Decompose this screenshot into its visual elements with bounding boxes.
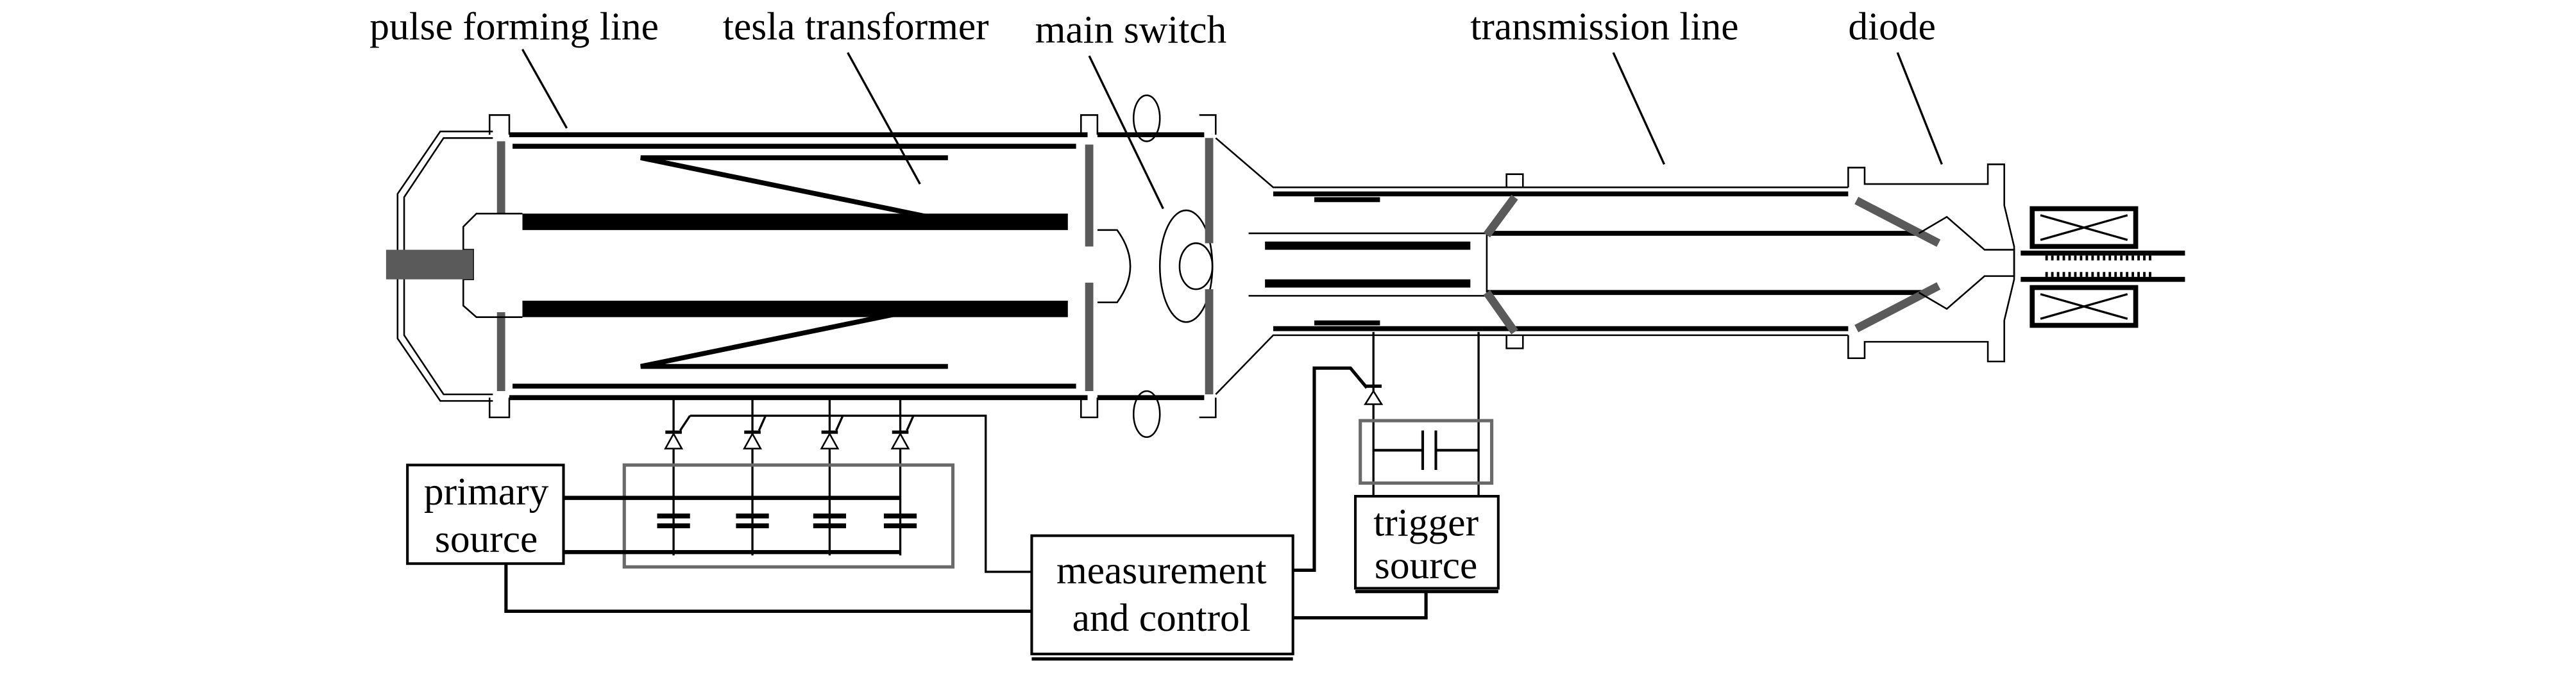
measurement-control-line-1: measurement xyxy=(1056,549,1267,592)
callout-pulse-forming-line: pulse forming line xyxy=(369,4,659,129)
switch-electrode-right xyxy=(1158,209,1214,323)
measurement-and-control-box xyxy=(1030,534,1294,656)
trigger-source-box xyxy=(1353,495,1500,590)
switch-port-top xyxy=(1132,94,1161,142)
insulator xyxy=(1483,290,1518,335)
thyristor-4 xyxy=(890,399,915,556)
pulse-forming-line-body xyxy=(386,114,1099,419)
trigger-source-line-2: source xyxy=(1375,544,1477,587)
thyristor-3 xyxy=(820,399,844,556)
switch-inner-bottom xyxy=(1265,279,1471,288)
leader-line xyxy=(521,49,568,129)
end-plug xyxy=(386,249,473,280)
callout-main-switch: main switch xyxy=(1035,8,1227,210)
coil-cross-icon xyxy=(2040,293,2128,320)
secondary-winding-bottom xyxy=(640,301,948,369)
primary-source-line-1: primary xyxy=(424,470,549,514)
switch-control-wire xyxy=(690,414,1032,573)
leader-line xyxy=(847,52,921,185)
insulator xyxy=(1854,282,1941,333)
trigger-capacitor-frame xyxy=(1359,419,1494,485)
primary-source-line-2: source xyxy=(435,517,538,561)
switch-electrode-left xyxy=(1097,229,1131,303)
label-diode: diode xyxy=(1848,4,1936,48)
diode-chamber xyxy=(1847,163,2015,363)
trigger-source-line-1: trigger xyxy=(1373,501,1479,545)
cone-top xyxy=(1215,137,1849,188)
trigger-thyristor-icon xyxy=(1365,384,1382,388)
insulator xyxy=(1483,194,1518,238)
switch-port-bottom xyxy=(1132,390,1161,439)
tl-marker xyxy=(1314,320,1380,326)
transmission-line-body xyxy=(1215,137,1922,396)
wire-control-to-trigger-switch xyxy=(1292,366,1368,572)
inner-conductor-top xyxy=(522,213,1068,230)
label-transmission-line: transmission line xyxy=(1470,4,1738,48)
leader-line xyxy=(1612,52,1666,165)
thyristor-2 xyxy=(743,399,767,556)
capacitor-bank xyxy=(657,513,917,529)
callout-diode: diode xyxy=(1848,4,1943,165)
primary-circuit: primary source measurement and control t… xyxy=(406,331,1500,661)
trigger-electrode xyxy=(1178,242,1214,290)
label-pulse-forming-line: pulse forming line xyxy=(369,4,659,48)
primary-source-block: primary source xyxy=(406,464,565,565)
callout-transmission-line: transmission line xyxy=(1470,4,1739,165)
cone-bottom xyxy=(1215,334,1849,396)
capacitor-icon xyxy=(657,513,917,529)
capacitor-icon xyxy=(1373,430,1479,471)
wire-trigger-to-control xyxy=(1292,591,1428,620)
flange-tl xyxy=(1505,173,1524,349)
callout-tesla-transformer: tesla transformer xyxy=(723,4,989,185)
main-switch xyxy=(1097,94,1217,439)
trigger-source-block: trigger source xyxy=(1353,495,1500,594)
flange-left xyxy=(488,114,511,419)
tl-marker xyxy=(1314,197,1380,203)
primary-source-box xyxy=(406,464,565,565)
switch-inner-top xyxy=(1265,241,1471,250)
leader-line xyxy=(1896,52,1943,165)
inner-conductor-bottom xyxy=(522,301,1068,317)
flange-switch xyxy=(1199,114,1217,419)
secondary-winding-top xyxy=(640,155,948,223)
diode-body xyxy=(1847,163,2185,363)
insulator xyxy=(1854,197,1941,247)
thyristor-1 xyxy=(664,399,691,556)
coil-cross-icon xyxy=(2040,214,2128,241)
capacitor-bank-frame xyxy=(622,463,955,569)
tesla-transformer xyxy=(640,155,948,369)
measurement-and-control-block: measurement and control xyxy=(1030,534,1294,661)
flange-mid xyxy=(1080,114,1099,419)
switch-chain xyxy=(664,399,1032,573)
cathode xyxy=(1918,215,2015,310)
label-main-switch: main switch xyxy=(1035,8,1227,52)
label-tesla-transformer: tesla transformer xyxy=(723,4,989,48)
wire-primary-to-control xyxy=(504,564,1032,614)
trigger-thyristor-icon xyxy=(1364,389,1384,405)
measurement-control-line-2: and control xyxy=(1072,596,1251,640)
